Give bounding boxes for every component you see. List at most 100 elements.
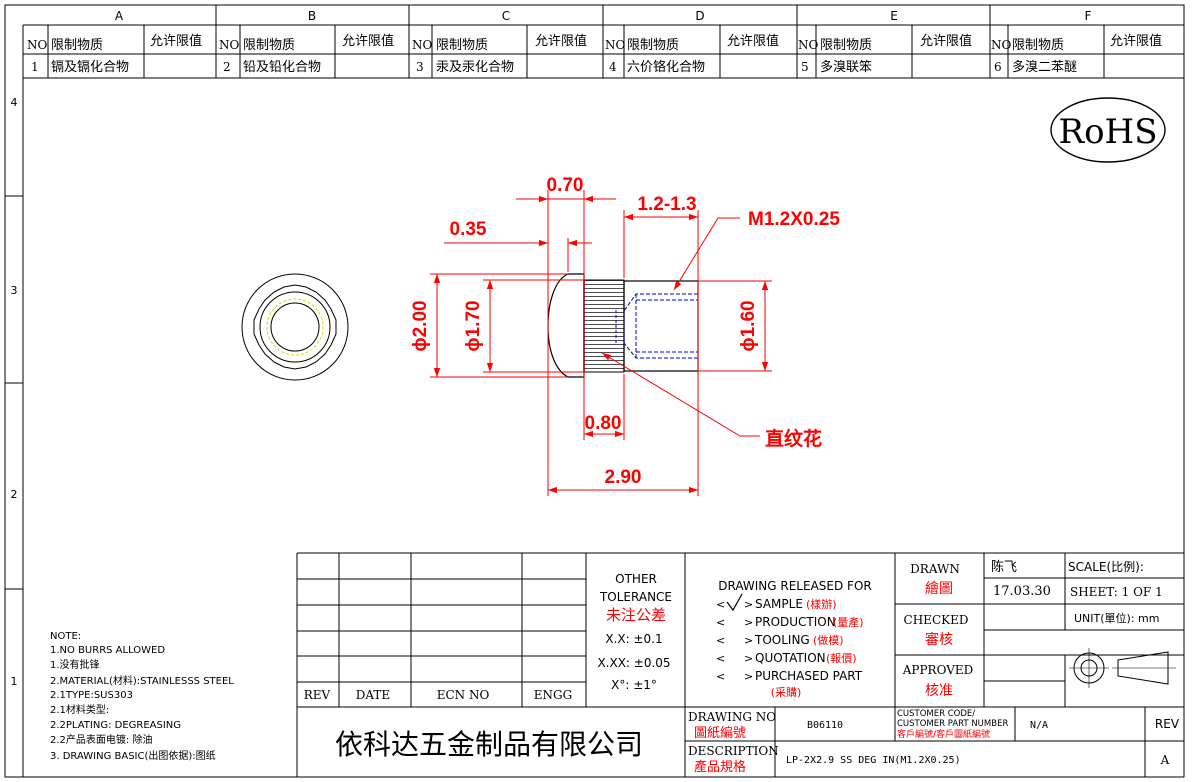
header-no-b: NO [219,38,240,52]
header-limit-d: 允许限值 [727,33,779,49]
release-production-cn: (量產) [833,615,864,629]
release-bracket-open-icon: < [716,598,725,611]
note-line-4: 2.1TYPE:SUS303 [50,690,133,701]
note-line-6: 2.2PLATING: DEGREASING [50,720,181,731]
release-quotation: QUOTATION [755,651,826,665]
substance-no-2: 2 [223,60,231,74]
release-bracket-close-icon: > [744,652,753,665]
substance-name-6: 多溴二苯醚 [1012,59,1077,75]
company-name: 依科达五金制品有限公司 [335,728,643,761]
rohs-logo: RoHS [1050,97,1166,163]
drawn-date: 17.03.30 [993,584,1051,599]
approved-label: APPROVED [902,663,974,677]
substance-no-6: 6 [994,60,1002,74]
release-tooling-cn: (做模) [813,633,844,647]
drawing-no-label-cn: 圖紙編號 [694,725,746,741]
header-no-d: NO [605,38,626,52]
release-bracket-open-icon: < [716,670,725,683]
release-production: PRODUCTION [755,615,836,629]
note-line-7: 2.2产品表面电镀: 除油 [50,733,152,746]
knurl-note: 直纹花 [765,427,822,450]
rohs-logo-text: RoHS [1058,112,1157,152]
dim-0-70: 0.70 [547,175,584,196]
dim-dia-1-70: ϕ1.70 [463,300,484,351]
release-tooling: TOOLING [754,633,810,647]
date-header: DATE [356,688,390,702]
substance-no-5: 5 [801,60,809,74]
drawn-by: 陈飞 [991,559,1017,575]
approved-label-cn: 核准 [925,683,953,699]
note-line-2: 1.没有批锋 [50,658,100,671]
tolerance-xx: X.X: ±0.1 [605,632,662,646]
checked-label: CHECKED [904,613,969,627]
tolerance-angle: X°: ±1° [611,678,657,692]
release-bracket-close-icon: > [744,634,753,647]
row-zones: 4 3 2 1 [5,96,23,688]
restricted-substances-table: NO 限制物质 允许限值 NO 限制物质 允许限值 NO 限制物质 允许限值 N… [23,25,1184,79]
note-line-8: 3. DRAWING BASIC(出图依据):图纸 [50,749,216,762]
note-line-0: NOTE: [50,631,81,642]
drawing-no-label: DRAWING NO [688,710,776,724]
customer-label-2: CUSTOMER PART NUMBER [897,719,1008,729]
release-purchased-cn: (采購) [771,685,802,699]
release-quotation-cn: (報價) [826,651,857,665]
header-no-f: NO [991,38,1012,52]
header-limit-a: 允许限值 [150,33,202,49]
description-value: LP-2X2.9 SS DEG IN(M1.2X0.25) [786,755,961,766]
header-no-c: NO [412,38,433,52]
ecn-header: ECN NO [437,688,490,702]
header-no-e: NO [798,38,819,52]
description-label-cn: 產品規格 [694,759,746,775]
note-line-5: 2.1材料类型: [50,703,109,716]
release-bracket-open-icon: < [716,652,725,665]
header-no-a: NO [27,38,48,52]
tolerance-xxx: X.XX: ±0.05 [597,656,670,670]
release-bracket-open-icon: < [716,634,725,647]
header-limit-f: 允许限值 [1110,33,1162,49]
release-purchased: PURCHASED PART [755,669,863,683]
dim-0-35: 0.35 [450,219,487,240]
dim-2-90: 2.90 [605,467,642,488]
customer-label-1: CUSTOMER CODE/ [897,709,975,719]
header-substance-b: 限制物质 [243,38,295,53]
zone-col-e: E [890,9,898,23]
substance-name-3: 汞及汞化合物 [436,60,514,75]
substance-name-4: 六价铬化合物 [627,59,705,75]
dim-dia-1-60: ϕ1.60 [738,300,759,351]
zone-col-c: C [502,9,510,23]
release-sample-cn: (樣辦) [806,597,837,611]
note-line-3: 2.MATERIAL(材料):STAINLESSS STEEL [50,674,234,687]
dim-thread-m1-2x0-25: M1.2X0.25 [748,209,840,230]
zone-col-a: A [115,9,124,23]
tolerance-title-1: OTHER [615,572,657,586]
substance-name-2: 铅及铅化合物 [243,60,321,75]
projection-symbol-icon [1069,648,1176,688]
notes-block: NOTE: 1.NO BURRS ALLOWED 1.没有批锋 2.MATERI… [50,631,234,762]
release-title: DRAWING RELEASED FOR [718,579,871,593]
dim-1-2-1-3: 1.2-1.3 [637,194,696,215]
zone-row-2: 2 [11,488,18,501]
zone-row-1: 1 [11,675,18,688]
checked-label-cn: 審核 [925,632,953,648]
title-block: REV DATE ECN NO ENGG OTHER TOLERANCE 未注公… [296,552,1184,777]
header-limit-e: 允许限值 [920,33,972,49]
description-label: DESCRIPTION [688,744,779,758]
release-bracket-open-icon: < [716,616,725,629]
note-line-1: 1.NO BURRS ALLOWED [50,645,165,656]
substance-no-4: 4 [609,60,617,74]
rev-header: REV [304,688,331,702]
header-substance-d: 限制物质 [627,38,679,53]
dim-0-80: 0.80 [585,413,622,434]
zone-col-d: D [695,9,704,23]
release-sample: SAMPLE [755,597,803,611]
header-substance-c: 限制物质 [436,38,488,53]
zone-col-b: B [308,9,316,23]
header-substance-f: 限制物质 [1012,38,1064,53]
end-view [241,273,349,381]
substance-name-5: 多溴联笨 [820,59,872,75]
drawing-border [4,4,1185,778]
substance-no-1: 1 [31,60,39,74]
column-zones: A B C D E F [115,5,1092,25]
zone-row-4: 4 [11,96,18,109]
